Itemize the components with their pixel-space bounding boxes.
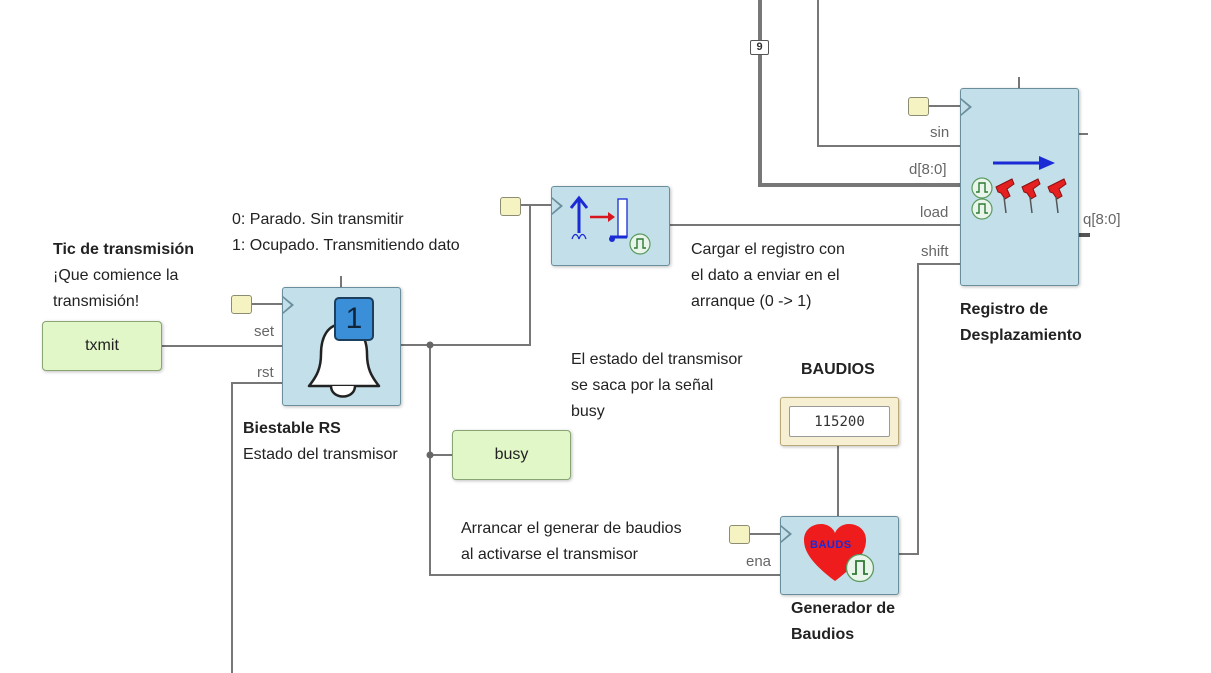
register-title: Registro de [960,301,1049,318]
note-tic-line: ¡Que comience la [53,267,179,284]
note-tic-title: Tic de transmisión [53,241,195,258]
state-badge: 1 [334,297,374,341]
clock-triangle-icon [552,197,563,215]
note-estado-line: se saca por la señal [571,377,714,394]
bus-width-label: 9 [750,40,769,55]
note-arrancar-line: Arrancar el generar de baudios [461,520,682,537]
note-estado-line: El estado del transmisor [571,351,743,368]
pushpin-icon [995,178,1067,214]
pulse-icon [971,177,993,199]
note-cargar-line: el dato a enviar en el [691,267,840,284]
clock-input-baud[interactable] [729,525,750,544]
busy-output-block[interactable]: busy [452,430,571,480]
baud-generator-title: Generador de [791,600,896,617]
clock-input-register[interactable] [908,97,929,116]
port-shift-label: shift [921,243,949,260]
pulse-icon [971,198,993,220]
port-load-label: load [920,204,949,221]
rs-block-subtitle: Estado del transmisor [243,446,398,463]
sin-wire [817,0,962,147]
note-states-line: 1: Ocupado. Transmitiendo dato [232,237,460,254]
port-set-label: set [254,323,275,340]
port-d-label: d[8:0] [909,161,947,178]
clock-input-edge[interactable] [500,197,521,216]
junction-dot [426,451,434,459]
shift-arrow-icon [993,156,1055,170]
edge-detector-block[interactable] [551,186,670,266]
baud-constant-value[interactable]: 115200 [789,406,890,437]
port-sin-label: sin [930,124,950,141]
baud-constant-block[interactable]: 115200 [780,397,899,446]
busy-label: busy [494,446,529,463]
baud-constant-title: BAUDIOS [801,361,875,378]
rs-out-branch [429,345,780,576]
clock-triangle-icon [961,98,972,116]
rs-flipflop-block[interactable]: 1 [282,287,401,406]
shift-register-block[interactable] [960,88,1079,286]
port-q-label: q[8:0] [1083,211,1121,228]
baud-generator-title: Baudios [791,626,855,643]
note-tic-line: transmisión! [53,293,140,310]
note-cargar-line: Cargar el registro con [691,241,845,258]
note-estado-line: busy [571,403,605,420]
port-rst-label: rst [257,364,274,381]
register-title: Desplazamiento [960,327,1082,344]
clock-triangle-icon [283,296,294,314]
rst-wire [231,382,282,673]
txmit-input-block[interactable]: txmit [42,321,162,371]
note-arrancar-line: al activarse el transmisor [461,546,638,563]
rising-edge-icon [569,195,628,242]
txmit-label: txmit [85,337,119,354]
note-cargar-line: arranque (0 -> 1) [691,293,812,310]
data-bus-wire [758,0,962,187]
port-ena-label: ena [746,553,772,570]
junction-dot [426,341,434,349]
bauds-icon-text: BAUDS [810,539,852,551]
pulse-icon [845,553,875,583]
baud-generator-block[interactable]: BAUDS [780,516,899,595]
rs-out-main [400,204,551,346]
note-states-line: 0: Parado. Sin transmitir [232,211,404,228]
rs-block-title: Biestable RS [243,420,341,437]
pulse-icon [629,233,651,255]
clock-input-rs[interactable] [231,295,252,314]
clock-triangle-icon [781,525,792,543]
shift-wire [898,263,962,555]
